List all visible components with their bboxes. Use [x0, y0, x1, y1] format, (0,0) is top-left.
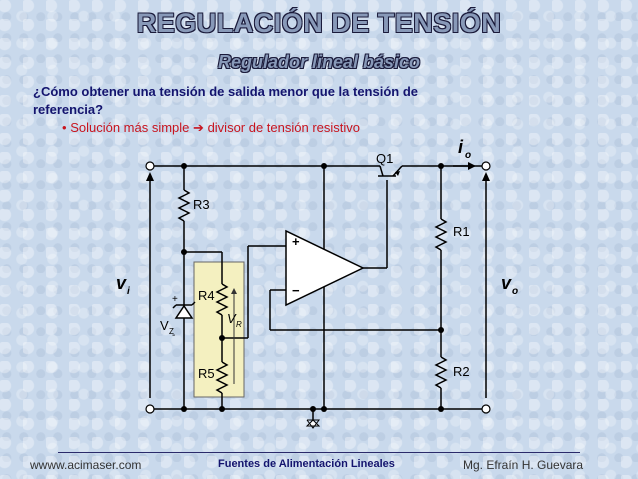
- vz-minus-label: -: [172, 330, 175, 341]
- footer-website: wwww.acimaser.com: [30, 458, 142, 472]
- vo-subscript: o: [512, 286, 518, 297]
- vr-label: V: [227, 311, 237, 326]
- slide-subtitle: Regulador lineal básico: [217, 52, 421, 72]
- r1-label: R1: [453, 224, 470, 239]
- solution-bullet: • Solución más simple ➔ divisor de tensi…: [62, 120, 360, 136]
- right-arrow-icon: ➔: [193, 120, 204, 135]
- vo-label: v: [501, 273, 512, 293]
- question-text: ¿Cómo obtener una tensión de salida meno…: [33, 84, 418, 117]
- vz-plus-label: +: [172, 294, 178, 305]
- opamp-minus-label: −: [292, 283, 300, 298]
- footer-course-title: Fuentes de Alimentación Lineales: [218, 458, 395, 470]
- bullet-dot-icon: •: [62, 120, 67, 135]
- slide-title: REGULACIÓN DE TENSIÓN: [136, 8, 502, 38]
- opamp-plus-label: +: [292, 234, 300, 249]
- bullet-suffix: divisor de tensión resistivo: [207, 120, 361, 135]
- io-subscript: o: [465, 150, 471, 161]
- q1-label: Q1: [376, 151, 393, 166]
- r2-label: R2: [453, 364, 470, 379]
- r5-label: R5: [198, 366, 215, 381]
- footer-divider: [58, 452, 580, 453]
- divider-highlight-box: [193, 261, 245, 398]
- vr-subscript: R: [236, 320, 242, 329]
- r4-label: R4: [198, 288, 215, 303]
- vi-subscript: i: [127, 286, 130, 297]
- footer-author: Mg. Efraín H. Guevara: [463, 458, 584, 472]
- r3-label: R3: [193, 197, 210, 212]
- vz-label: V: [160, 318, 169, 333]
- bullet-prefix: Solución más simple: [70, 120, 190, 135]
- vi-label: v: [116, 273, 127, 293]
- vz-subscript: Z: [169, 327, 174, 336]
- io-label: i: [458, 137, 464, 157]
